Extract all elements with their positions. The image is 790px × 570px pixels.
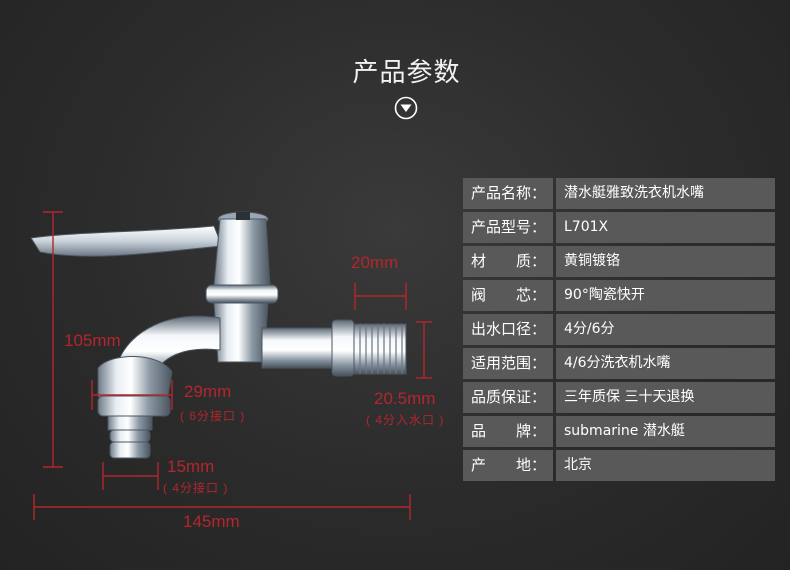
- dimension-top-outlet: 20mm: [351, 253, 399, 272]
- spec-key: 适用范围：: [463, 348, 553, 379]
- spec-value: 黄铜镀铬: [556, 246, 775, 277]
- dimension-length: 145mm: [183, 512, 240, 531]
- dimension-hose-nut-note: ( 6分接口 ): [180, 409, 246, 423]
- dimension-outlet-note: ( 4分入水口 ): [366, 413, 445, 427]
- spec-table: 产品名称： 潜水艇雅致洗衣机水嘴 产品型号： L701X 材 质： 黄铜镀铬 阀…: [463, 178, 775, 484]
- spec-key: 品 牌：: [463, 416, 553, 447]
- spec-value: 4/6分洗衣机水嘴: [556, 348, 775, 379]
- dimension-hose-tip: 15mm: [167, 457, 215, 476]
- spec-row-warranty: 品质保证： 三年质保 三十天退换: [463, 382, 775, 413]
- spec-row-origin: 产 地： 北京: [463, 450, 775, 481]
- spec-row-material: 材 质： 黄铜镀铬: [463, 246, 775, 277]
- circle-chevron-down-icon: [394, 96, 418, 120]
- dimension-hose-nut: 29mm: [184, 382, 232, 401]
- spec-row-brand: 品 牌： submarine 潜水艇: [463, 416, 775, 447]
- spec-value: 90°陶瓷快开: [556, 280, 775, 311]
- spec-key: 产品名称：: [463, 178, 553, 209]
- dimension-height: 105mm: [64, 331, 121, 350]
- spec-value: L701X: [556, 212, 775, 243]
- spec-key: 材 质：: [463, 246, 553, 277]
- dimension-hose-tip-note: ( 4分接口 ): [163, 481, 229, 495]
- spec-key: 阀 芯：: [463, 280, 553, 311]
- spec-key: 产品型号：: [463, 212, 553, 243]
- spec-value: 三年质保 三十天退换: [556, 382, 775, 413]
- page-title: 产品参数: [352, 58, 461, 88]
- spec-value: 北京: [556, 450, 775, 481]
- spec-row-name: 产品名称： 潜水艇雅致洗衣机水嘴: [463, 178, 775, 209]
- spec-key: 出水口径：: [463, 314, 553, 345]
- spec-row-valve: 阀 芯： 90°陶瓷快开: [463, 280, 775, 311]
- spec-value: 潜水艇雅致洗衣机水嘴: [556, 178, 775, 209]
- spec-row-model: 产品型号： L701X: [463, 212, 775, 243]
- spec-key: 产 地：: [463, 450, 553, 481]
- spec-value: submarine 潜水艇: [556, 416, 775, 447]
- dimension-outlet: 20.5mm: [374, 389, 436, 408]
- spec-row-usage: 适用范围： 4/6分洗衣机水嘴: [463, 348, 775, 379]
- spec-row-outlet: 出水口径： 4分/6分: [463, 314, 775, 345]
- spec-value: 4分/6分: [556, 314, 775, 345]
- spec-key: 品质保证：: [463, 382, 553, 413]
